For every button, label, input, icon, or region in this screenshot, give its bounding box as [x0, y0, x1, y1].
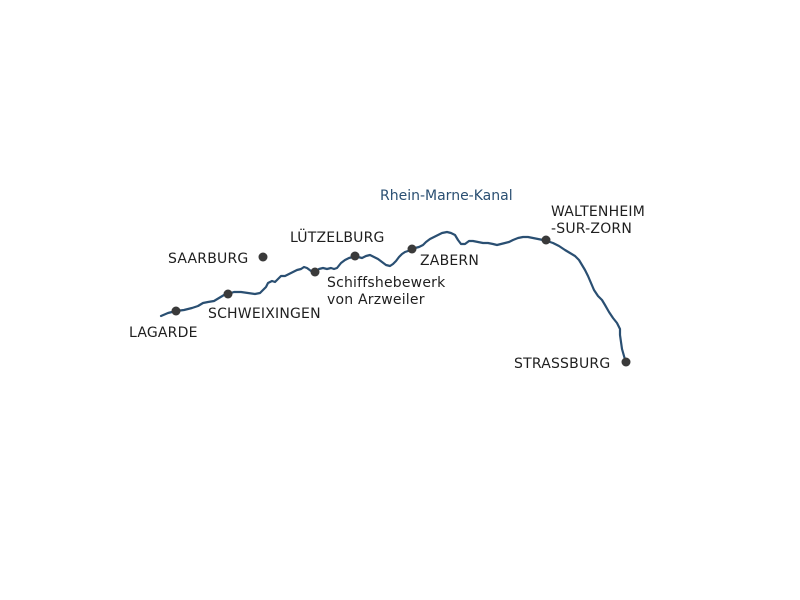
canal-name-label: Rhein-Marne-Kanal: [380, 188, 513, 204]
label-arzweiler-line2: von Arzweiler: [327, 292, 425, 308]
label-zabern: ZABERN: [420, 253, 479, 269]
marker-saarburg[interactable]: [258, 252, 268, 262]
label-schweixingen: SCHWEIXINGEN: [208, 306, 321, 322]
label-luetzelburg: LÜTZELBURG: [290, 228, 385, 246]
marker-arzweiler[interactable]: [310, 267, 320, 277]
label-waltenheim-line1: WALTENHEIM: [551, 204, 645, 220]
label-lagarde: LAGARDE: [129, 325, 198, 341]
marker-luetzelburg[interactable]: [350, 251, 360, 261]
canal-route-line: [159, 230, 628, 365]
label-arzweiler-line1: Schiffshebewerk: [327, 275, 446, 291]
label-strassburg: STRASSBURG: [514, 356, 610, 372]
marker-schweixingen[interactable]: [223, 289, 233, 299]
marker-strassburg[interactable]: [621, 357, 631, 367]
marker-zabern[interactable]: [407, 244, 417, 254]
label-waltenheim-line2: -SUR-ZORN: [551, 221, 632, 237]
label-saarburg: SAARBURG: [168, 251, 248, 267]
marker-lagarde[interactable]: [171, 306, 181, 316]
marker-waltenheim[interactable]: [541, 235, 551, 245]
